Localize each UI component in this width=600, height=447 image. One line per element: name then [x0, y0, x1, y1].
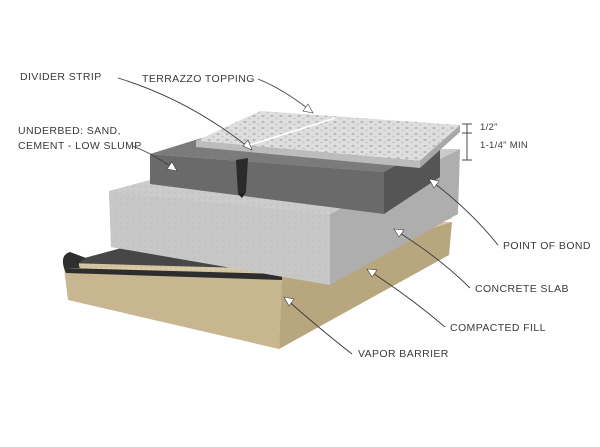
dimension-underbed-thickness: 1-1/4" MIN: [480, 140, 528, 151]
label-divider-strip: DIVIDER STRIP: [20, 71, 102, 83]
concrete-slab-front-texture: [109, 191, 330, 285]
label-terrazzo-topping: TERRAZZO TOPPING: [142, 73, 255, 85]
leader-arrowhead: [242, 139, 253, 151]
dimension-topping-thickness: 1/2": [480, 122, 498, 133]
terrazzo-top: [196, 111, 460, 161]
vapor-barrier-edge: [64, 268, 282, 280]
label-compacted-fill: COMPACTED FILL: [450, 322, 546, 334]
compacted-fill-side: [279, 222, 452, 349]
label-underbed-line1: UNDERBED: SAND,: [18, 125, 121, 137]
leader-arrowhead: [302, 103, 314, 114]
leader-compacted-fill: [366, 268, 446, 328]
compacted-fill-front: [64, 268, 282, 349]
underbed-front: [150, 154, 384, 214]
leader-underbed: [131, 145, 178, 172]
terrazzo-side-edge: [420, 125, 460, 168]
label-underbed-line2: CEMENT - LOW SLUMP: [18, 140, 142, 152]
divider-strip: [236, 158, 248, 198]
leader-point-of-bond: [428, 178, 499, 246]
leader-arrowhead: [166, 161, 178, 172]
leader-arrowhead: [283, 296, 295, 307]
dimension-bracket: 1/2" 1-1/4" MIN: [462, 122, 528, 161]
leader-concrete-slab: [393, 228, 471, 289]
leader-vapor-barrier: [283, 296, 353, 355]
divider-strip-anchor: [238, 192, 246, 198]
leader-arrowhead: [366, 268, 378, 278]
terrazzo-divider-line: [249, 117, 336, 146]
vapor-barrier-curl: [62, 252, 86, 268]
terrazzo-front-edge: [196, 141, 420, 168]
leader-arrowhead: [428, 178, 440, 189]
leader-terrazzo-topping: [257, 78, 314, 114]
label-vapor-barrier: VAPOR BARRIER: [358, 348, 449, 360]
label-concrete-slab: CONCRETE SLAB: [475, 283, 569, 295]
label-point-of-bond: POINT OF BOND: [503, 240, 591, 252]
terrazzo-topping-layer: [196, 111, 460, 168]
divider-strip-body: [236, 158, 248, 194]
leader-divider-strip: [117, 77, 253, 151]
leader-arrowhead: [393, 228, 405, 238]
